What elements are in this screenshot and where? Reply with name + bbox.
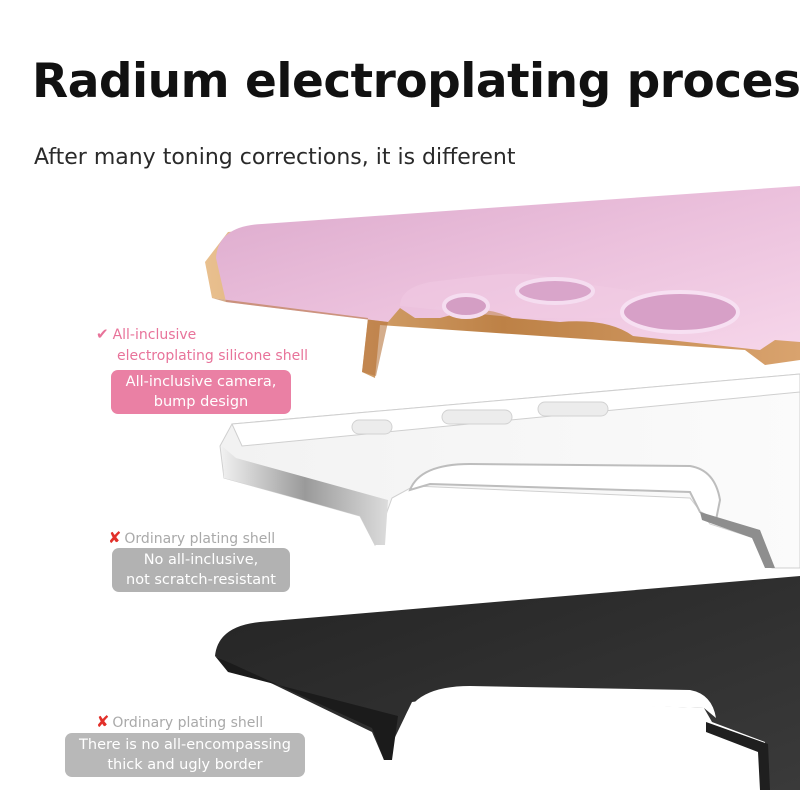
camera-ring-3	[620, 290, 740, 334]
annotation-ordinary-silver: ✘Ordinary plating shell	[108, 527, 275, 550]
badge-line1: No all-inclusive,	[143, 552, 259, 568]
x-icon: ✘	[96, 712, 110, 731]
black-case	[215, 576, 800, 790]
annotation-ordinary-black: ✘Ordinary plating shell	[96, 711, 263, 734]
side-button-1	[351, 419, 393, 435]
check-icon: ✔	[96, 325, 109, 343]
annotation-ordinary-black-label: Ordinary plating shell	[112, 715, 264, 731]
page-subtitle: After many toning corrections, it is dif…	[34, 145, 516, 170]
annotation-premium-label-line2: electroplating silicone shell	[117, 348, 308, 364]
x-icon: ✘	[108, 528, 122, 547]
badge-line2: thick and ugly border	[107, 757, 263, 773]
annotation-premium: ✔All-inclusive electroplating silicone s…	[96, 324, 308, 367]
camera-ring-2	[515, 277, 595, 305]
pink-case	[205, 186, 800, 378]
annotation-premium-badge: All-inclusive camera, bump design	[111, 370, 291, 414]
side-button-2	[441, 409, 513, 425]
annotation-premium-label-line1: All-inclusive	[112, 327, 197, 343]
annotation-ordinary-silver-label: Ordinary plating shell	[124, 531, 276, 547]
camera-ring-1	[442, 293, 490, 319]
badge-line1: All-inclusive camera,	[125, 374, 277, 390]
badge-line1: There is no all-encompassing	[79, 737, 291, 753]
badge-line2: bump design	[153, 394, 249, 410]
annotation-ordinary-black-badge: There is no all-encompassing thick and u…	[65, 733, 305, 777]
silver-case	[219, 373, 800, 569]
page-title: Radium electroplating process	[32, 54, 800, 109]
side-button-3	[537, 401, 609, 417]
annotation-ordinary-silver-badge: No all-inclusive, not scratch-resistant	[112, 548, 290, 592]
badge-line2: not scratch-resistant	[126, 572, 276, 588]
